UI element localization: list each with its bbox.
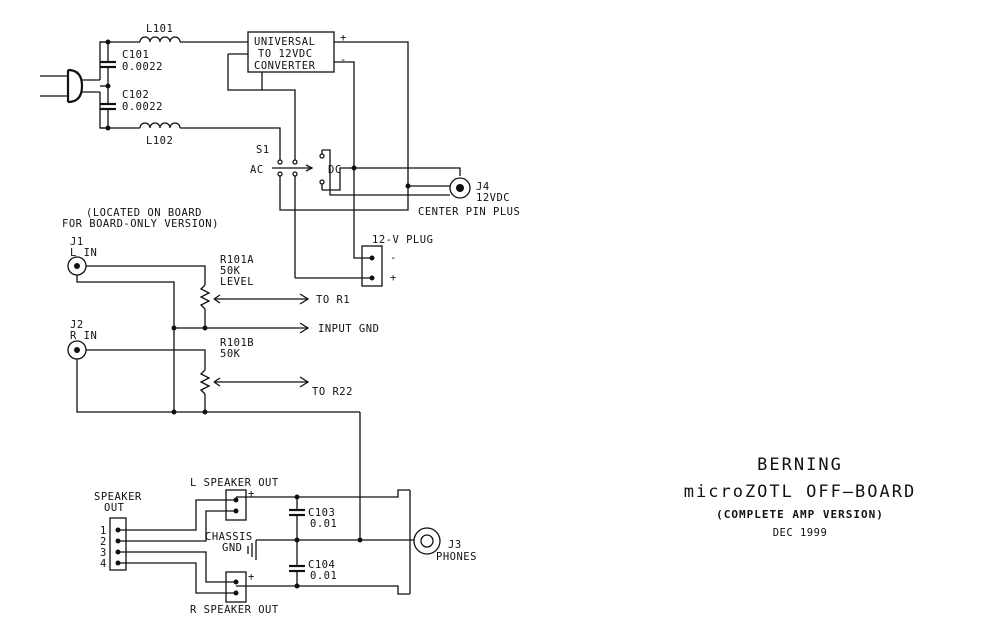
r-speaker-out-label: R SPEAKER OUT bbox=[190, 604, 279, 616]
chassis-ground-symbol bbox=[247, 540, 257, 560]
r-plus-label: + bbox=[248, 571, 255, 583]
c104-value: 0.01 bbox=[310, 570, 337, 582]
12v-plug bbox=[361, 245, 383, 287]
located-line2: FOR BOARD-ONLY VERSION) bbox=[62, 218, 219, 230]
l101-label: L101 bbox=[146, 23, 173, 35]
speaker-out-line1: SPEAKER bbox=[94, 491, 142, 503]
converter-box bbox=[247, 31, 335, 73]
capacitor-c103 bbox=[289, 497, 305, 540]
inductor-l102 bbox=[139, 122, 181, 129]
speaker-out-line2: OUT bbox=[104, 502, 125, 514]
capacitor-c102 bbox=[100, 86, 116, 128]
l102-label: L102 bbox=[146, 135, 173, 147]
c104-label: C104 bbox=[308, 559, 335, 571]
capacitor-c104 bbox=[289, 540, 305, 586]
pin3-label: 3 bbox=[100, 547, 107, 559]
l-speaker-out-connector bbox=[225, 489, 247, 521]
speaker-out-connector bbox=[109, 517, 127, 571]
j2-label: J2 bbox=[70, 319, 84, 331]
located-line1: (LOCATED ON BOARD bbox=[86, 207, 202, 219]
potentiometer-r101b bbox=[199, 369, 211, 395]
c102-label: C102 bbox=[122, 89, 149, 101]
l-speaker-out-label: L SPEAKER OUT bbox=[190, 477, 279, 489]
c103-value: 0.01 bbox=[310, 518, 337, 530]
pin2-label: 2 bbox=[100, 536, 107, 548]
dc-jack-j4 bbox=[449, 177, 471, 199]
capacitor-c101 bbox=[100, 42, 116, 86]
phones-label: PHONES bbox=[436, 551, 477, 563]
j4-value: 12VDC bbox=[476, 192, 510, 204]
to-r22-label: TO R22 bbox=[312, 386, 353, 398]
plug-plus: + bbox=[390, 272, 397, 284]
c101-value: 0.0022 bbox=[122, 61, 163, 73]
j2-in-label: R IN bbox=[70, 330, 97, 342]
j1-in-label: L IN bbox=[70, 247, 97, 259]
dc-label: DC bbox=[328, 164, 342, 176]
title-date: DEC 1999 bbox=[773, 527, 828, 539]
r101a-value: 50K bbox=[220, 265, 241, 277]
j1-label: J1 bbox=[70, 236, 84, 248]
converter-plus: + bbox=[340, 32, 347, 44]
level-label: LEVEL bbox=[220, 276, 254, 288]
ac-label: AC bbox=[250, 164, 264, 176]
input-gnd-label: INPUT GND bbox=[318, 323, 379, 335]
r101b-label: R101B bbox=[220, 337, 254, 349]
pin1-label: 1 bbox=[100, 525, 107, 537]
r101b-value: 50K bbox=[220, 348, 241, 360]
converter-minus: - bbox=[340, 54, 347, 66]
to-r1-label: TO R1 bbox=[316, 294, 350, 306]
j4-label: J4 bbox=[476, 181, 490, 193]
pin4-label: 4 bbox=[100, 558, 107, 570]
mains-plug bbox=[40, 41, 108, 129]
c103-label: C103 bbox=[308, 507, 335, 519]
converter-line3: CONVERTER bbox=[254, 60, 316, 72]
center-pin-label: CENTER PIN PLUS bbox=[418, 206, 520, 218]
title-line2: microZOTL OFF—BOARD bbox=[684, 482, 916, 502]
chassis-gnd-label: GND bbox=[222, 542, 242, 554]
c102-value: 0.0022 bbox=[122, 101, 163, 113]
r-speaker-out-connector bbox=[225, 571, 247, 603]
c101-label: C101 bbox=[122, 49, 149, 61]
s1-label: S1 bbox=[256, 144, 270, 156]
inductor-l101 bbox=[139, 36, 181, 43]
input-jack-j2 bbox=[67, 340, 87, 360]
chassis-label: CHASSIS bbox=[205, 531, 253, 543]
plug-minus: - bbox=[390, 252, 397, 264]
r101a-label: R101A bbox=[220, 254, 254, 266]
phones-jack-j3 bbox=[409, 490, 441, 594]
converter-line1: UNIVERSAL bbox=[254, 36, 315, 48]
l-plus-label: + bbox=[248, 488, 255, 500]
converter-line2: TO 12VDC bbox=[258, 48, 313, 60]
title-line1: BERNING bbox=[757, 455, 843, 475]
title-line3: (COMPLETE AMP VERSION) bbox=[716, 508, 884, 521]
j3-label: J3 bbox=[448, 539, 462, 551]
plug-label: 12-V PLUG bbox=[372, 234, 433, 246]
input-jack-j1 bbox=[67, 256, 87, 276]
potentiometer-r101a bbox=[199, 284, 211, 310]
